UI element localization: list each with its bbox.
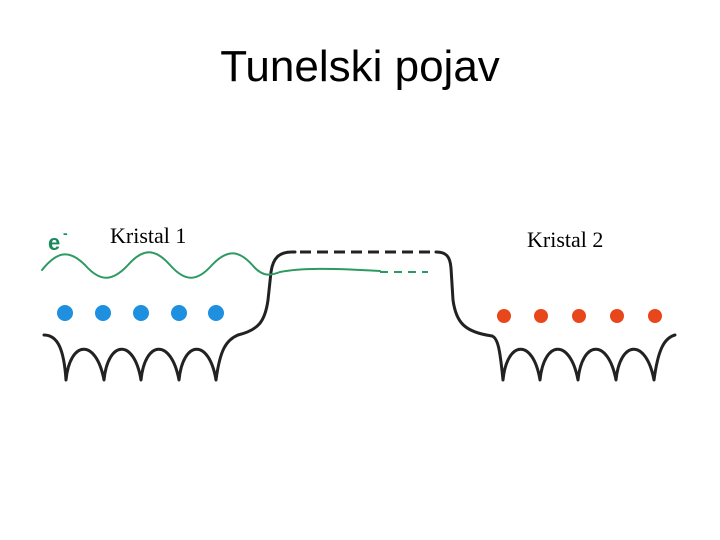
- slide-title: Tunelski pojav: [220, 42, 500, 91]
- crystal1-atom: [95, 305, 111, 321]
- crystal2-atom: [534, 309, 548, 323]
- crystal1-atom: [133, 305, 149, 321]
- crystal2-atom: [497, 309, 511, 323]
- crystal2-atom: [648, 309, 662, 323]
- crystal2-label: Kristal 2: [527, 227, 603, 252]
- crystal1-label: Kristal 1: [110, 223, 186, 248]
- crystal1-potential-wells: [42, 333, 240, 382]
- electron-wave: [41, 251, 381, 279]
- crystal1-atom: [57, 305, 73, 321]
- crystal1-atom: [171, 305, 187, 321]
- electron-charge: -: [63, 225, 68, 241]
- crystal1-atom: [208, 305, 224, 321]
- electron-label: e: [48, 230, 60, 255]
- crystal2-atom: [572, 309, 586, 323]
- tunnel-barrier-right: [434, 250, 494, 338]
- crystal2-atom: [610, 309, 624, 323]
- crystal2-potential-wells: [490, 333, 677, 382]
- tunnel-barrier: [236, 250, 297, 337]
